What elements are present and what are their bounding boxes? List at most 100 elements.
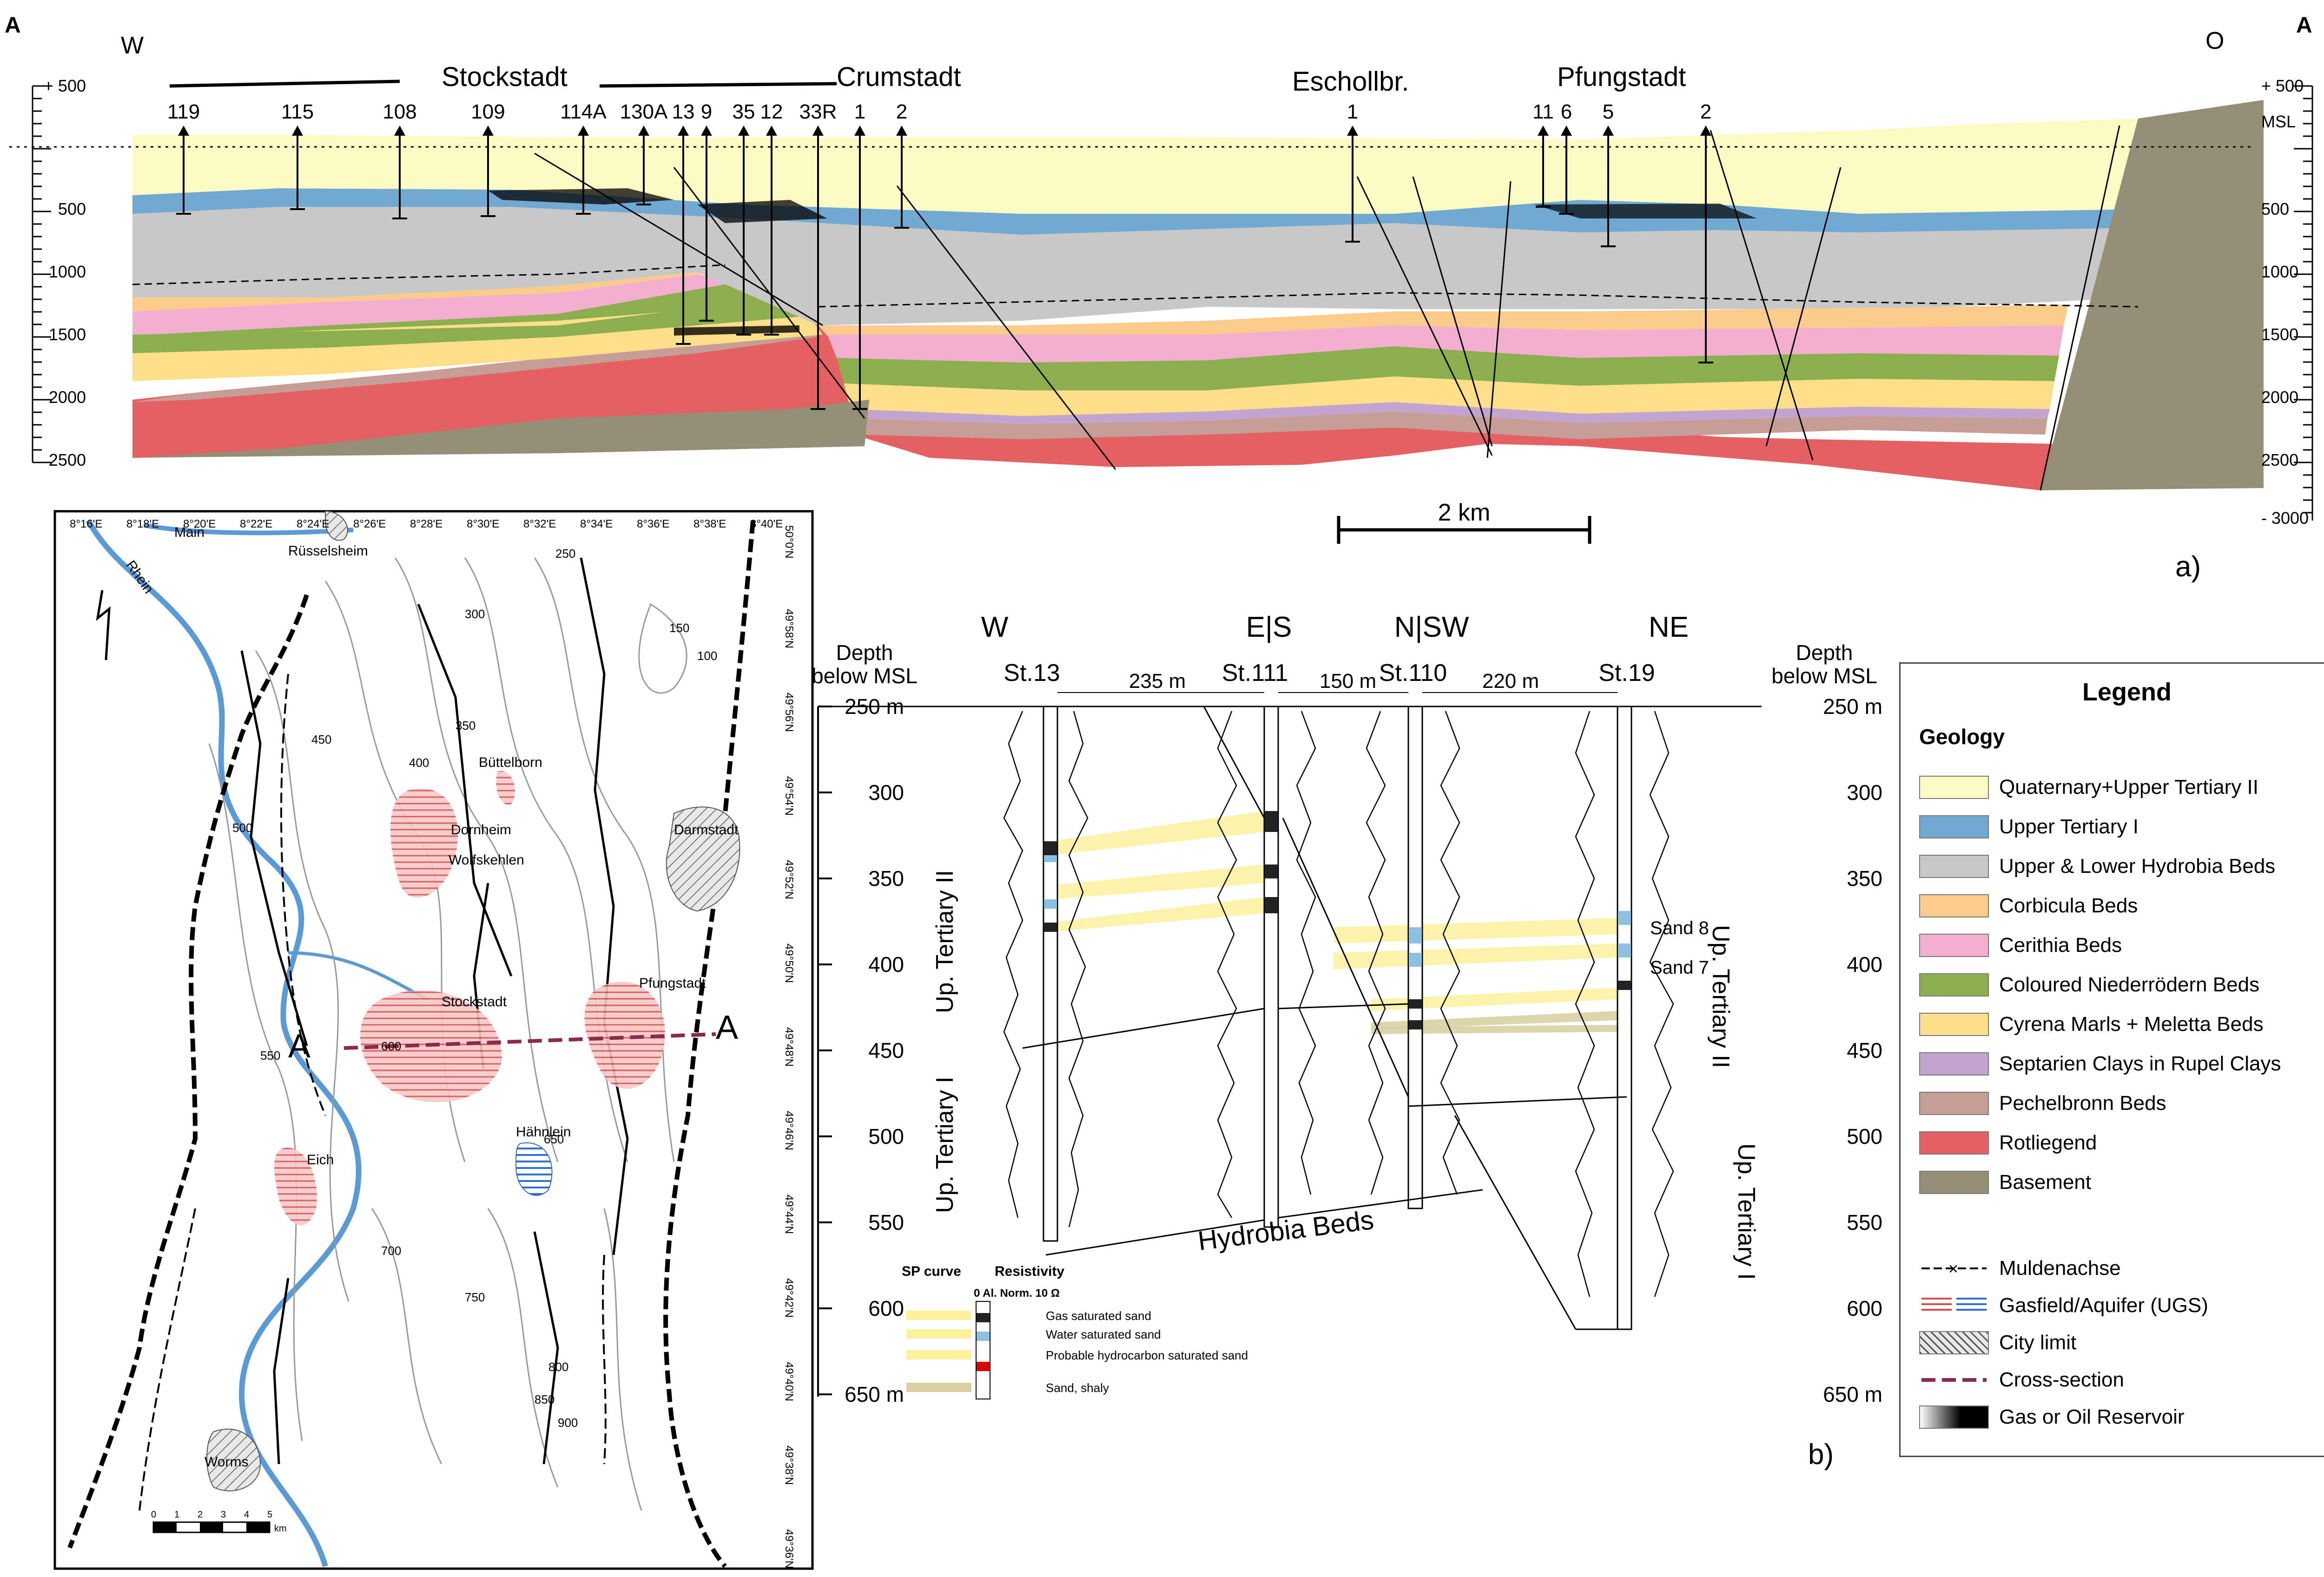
dir-nsw: N|SW (1394, 611, 1469, 643)
well-label: 13 (672, 100, 695, 123)
sand-8: Sand 8 (1650, 918, 1709, 938)
depth-left-label: 500 (58, 199, 86, 218)
lat-label: 50°0'N (783, 525, 795, 559)
east-label: O (2205, 27, 2224, 54)
depth-b-right: 650 m (1823, 1382, 1882, 1406)
legend-row-geology: Upper Tertiary I (1919, 812, 2139, 841)
depth-right-label: + 500 (2261, 76, 2304, 95)
unit-left-1: Up. Tertiary II (931, 870, 958, 1013)
depth-b-left: 350 (868, 866, 904, 891)
place-wolfskehlen: Wolfskehlen (449, 852, 524, 868)
place-buettelborn: Büttelborn (479, 755, 542, 770)
depth-b-left: 400 (868, 952, 904, 977)
legend-row-geology: Cerithia Beds (1919, 931, 2122, 960)
lat-label: 49°44'N (783, 1194, 795, 1234)
town-pfungstadt: Pfungstadt (1557, 62, 1686, 92)
town-eschollbr: Eschollbr. (1292, 66, 1409, 97)
legend-label: Upper Tertiary I (1999, 815, 2139, 838)
depth-b-left: 650 m (845, 1382, 904, 1406)
lat-label: 49°40'N (783, 1362, 795, 1401)
layer-green-b (837, 346, 2059, 390)
well-marker (701, 125, 712, 136)
place-ruesselsheim: Rüsselsheim (288, 543, 368, 559)
legend-title: Legend (2082, 678, 2172, 706)
dist-1: 235 m (1129, 670, 1186, 693)
well-label: 119 (167, 100, 200, 123)
depth-left-label: 2500 (49, 450, 86, 469)
depth-right-label: 2500 (2261, 450, 2298, 469)
depth-b-right: 400 (1847, 952, 1882, 977)
north-arrow (96, 590, 111, 660)
depth-title-left-1: Depth (836, 640, 893, 665)
layer-green-a2 (132, 302, 809, 353)
legend-swatch (1919, 894, 1989, 917)
legend-row-geology: Corbicula Beds (1919, 891, 2138, 920)
depth-b-left: 450 (868, 1038, 904, 1062)
well-label: 9 (701, 100, 712, 123)
depth-right-label: 1500 (2261, 325, 2298, 344)
lon-label: 8°28'E (410, 518, 442, 530)
legend-label: Pechelbronn Beds (1999, 1092, 2166, 1115)
contour-label: 350 (456, 719, 475, 732)
lon-label: 8°22'E (240, 518, 272, 530)
map-scalebar (152, 1521, 271, 1533)
lon-label: 8°40'E (750, 518, 783, 530)
depth-b-left: 500 (868, 1124, 904, 1148)
scalebar-tick: 1 (174, 1510, 179, 1520)
legend-row-geology: Septarien Clays in Rupel Clays (1919, 1049, 2281, 1078)
legend-swatch (1919, 973, 1989, 996)
city-limit-icon (1919, 1331, 1989, 1354)
depth-b-right: 600 (1847, 1296, 1882, 1320)
depth-right-label: 2000 (2261, 388, 2298, 407)
depth-b-right: 450 (1847, 1038, 1882, 1062)
map-section-line (343, 1032, 716, 1050)
legend-swatch (1919, 1052, 1989, 1076)
depth-b-left: 550 (868, 1210, 904, 1234)
unit-right-1: Up. Tertiary II (1707, 925, 1734, 1068)
place-haehnlein: Hähnlein (516, 1124, 571, 1140)
dir-w: W (981, 611, 1009, 643)
dist-3: 220 m (1482, 670, 1539, 693)
scalebar-tick: 0 (151, 1510, 156, 1520)
cross-section-icon (1919, 1368, 1989, 1392)
map-contour-labels: 2503003504004505005506006507007508008509… (232, 547, 717, 1430)
well-marker (638, 125, 649, 136)
contour-label: 100 (697, 649, 717, 663)
hydrobia-label: Hydrobia Beds (1196, 1205, 1376, 1256)
legend-label: Upper & Lower Hydrobia Beds (1999, 855, 2276, 878)
legend-swatch (1919, 776, 1989, 799)
lat-label: 49°58'N (783, 609, 795, 648)
contour-label: 300 (465, 607, 485, 621)
lat-label: 49°56'N (783, 693, 795, 732)
layer-pechelbronn-a (132, 323, 818, 402)
depth-left-label: 1500 (49, 325, 86, 344)
lat-label: 49°52'N (783, 860, 795, 899)
station-110: St.110 (1379, 660, 1447, 686)
scalebar-tick: 3 (221, 1510, 226, 1520)
well-label: 11 (1532, 100, 1554, 123)
well-label: 1 (854, 100, 865, 123)
well-label: 109 (471, 100, 505, 123)
legend-crosssection-label: Cross-section (1999, 1368, 2124, 1391)
well-marker (738, 125, 749, 136)
well-marker (1561, 125, 1572, 136)
contour-label: 400 (409, 756, 429, 770)
well-marker (854, 125, 865, 136)
map-section-end-a: A (288, 1028, 310, 1065)
town-stockstadt: Stockstadt (442, 62, 568, 92)
legend-swatch (1919, 1131, 1989, 1155)
lon-label: 8°36'E (637, 518, 669, 530)
well-marker (766, 125, 777, 136)
depth-right-label: 1000 (2261, 262, 2298, 281)
contour-label: 550 (260, 1049, 280, 1062)
layer-cerithia-b (827, 325, 2064, 363)
gasfield-aquifer-icon (1919, 1294, 1989, 1317)
layer-corbicula-b (818, 304, 2068, 335)
depth-b-right: 250 m (1823, 694, 1882, 719)
contour-label: 800 (548, 1360, 568, 1374)
town-crumstadt: Crumstadt (837, 62, 961, 92)
layer-septarien-b (851, 402, 2050, 424)
